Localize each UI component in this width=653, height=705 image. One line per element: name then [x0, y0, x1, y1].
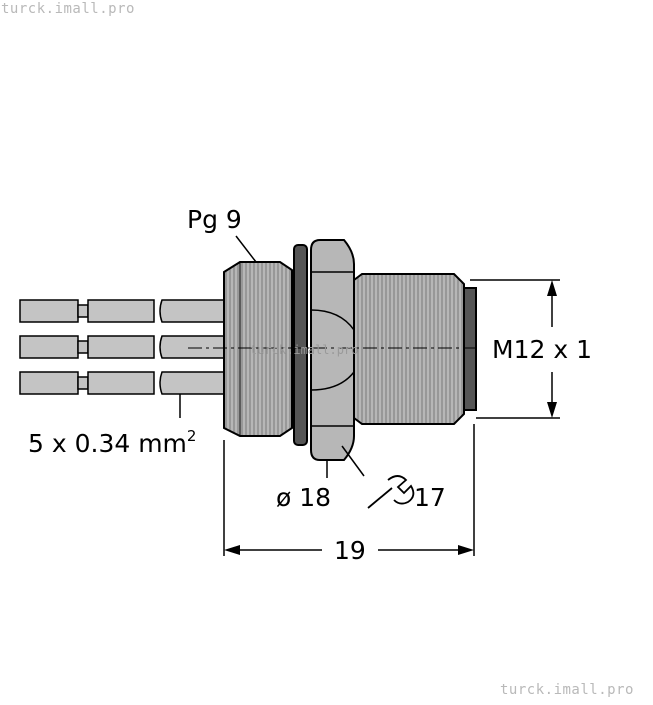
arrow-length-left [224, 545, 240, 555]
hex-nut [310, 239, 355, 461]
label-length: 19 [334, 536, 366, 565]
dimension-m12 [470, 279, 560, 419]
dimension-length [223, 424, 475, 556]
label-wire-text: 5 x 0.34 mm [28, 429, 187, 458]
arrow-m12-bottom [547, 402, 557, 418]
label-pg9: Pg 9 [187, 205, 242, 234]
label-wire-sup: 2 [187, 427, 197, 445]
arrow-length-right [458, 545, 474, 555]
watermark-center: turck.imall.pro [250, 343, 358, 357]
arrow-m12-top [547, 280, 557, 296]
label-diameter: ø 18 [276, 483, 331, 512]
leader-wrench [341, 445, 365, 477]
label-wire: 5 x 0.34 mm2 [28, 427, 196, 458]
o-ring [293, 244, 308, 446]
m12-thread-body [353, 273, 477, 425]
leader-pg9 [235, 235, 257, 263]
label-wrench: 17 [414, 483, 446, 512]
wrench-icon [367, 475, 415, 509]
label-m12: M12 x 1 [492, 335, 592, 364]
pg9-thread-body [223, 261, 293, 437]
watermark-top: turck.imall.pro [1, 1, 135, 17]
watermark-bottom: turck.imall.pro [500, 682, 634, 698]
wire-bundle [19, 299, 225, 395]
